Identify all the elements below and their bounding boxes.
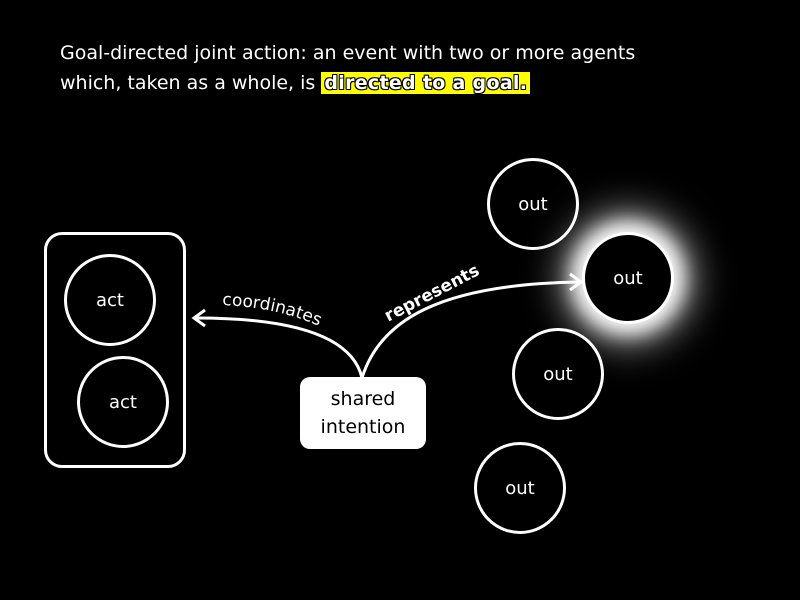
- represents-arrow: [360, 280, 581, 379]
- out-label-4: out: [505, 477, 535, 499]
- title-line-1: Goal-directed joint action: an event wit…: [60, 42, 636, 64]
- shared-intention-box[interactable]: shared intention: [300, 377, 426, 449]
- coordinates-arrow: [195, 316, 364, 379]
- out-circle-1: out: [487, 158, 579, 250]
- title-highlight: directed to a goal.: [321, 72, 531, 94]
- out-label-2: out: [613, 267, 643, 289]
- intention-line-1: shared: [330, 388, 396, 410]
- out-label-1: out: [518, 193, 548, 215]
- intention-line-2: intention: [320, 416, 406, 438]
- act-circle-1: act: [64, 254, 156, 346]
- out-label-3: out: [543, 363, 573, 385]
- out-circle-4: out: [474, 442, 566, 534]
- out-circle-goal: out: [582, 232, 674, 324]
- coordinates-arrowhead: [191, 308, 206, 328]
- out-circle-3: out: [512, 328, 604, 420]
- title-line-2-prefix: which, taken as a whole, is: [60, 72, 322, 94]
- act-label-2: act: [109, 391, 137, 413]
- act-circle-2: act: [77, 356, 169, 448]
- agents-box: [44, 232, 186, 468]
- act-label-1: act: [96, 289, 124, 311]
- represents-arrowhead: [569, 272, 584, 292]
- slide-title: Goal-directed joint action: an event wit…: [60, 38, 760, 98]
